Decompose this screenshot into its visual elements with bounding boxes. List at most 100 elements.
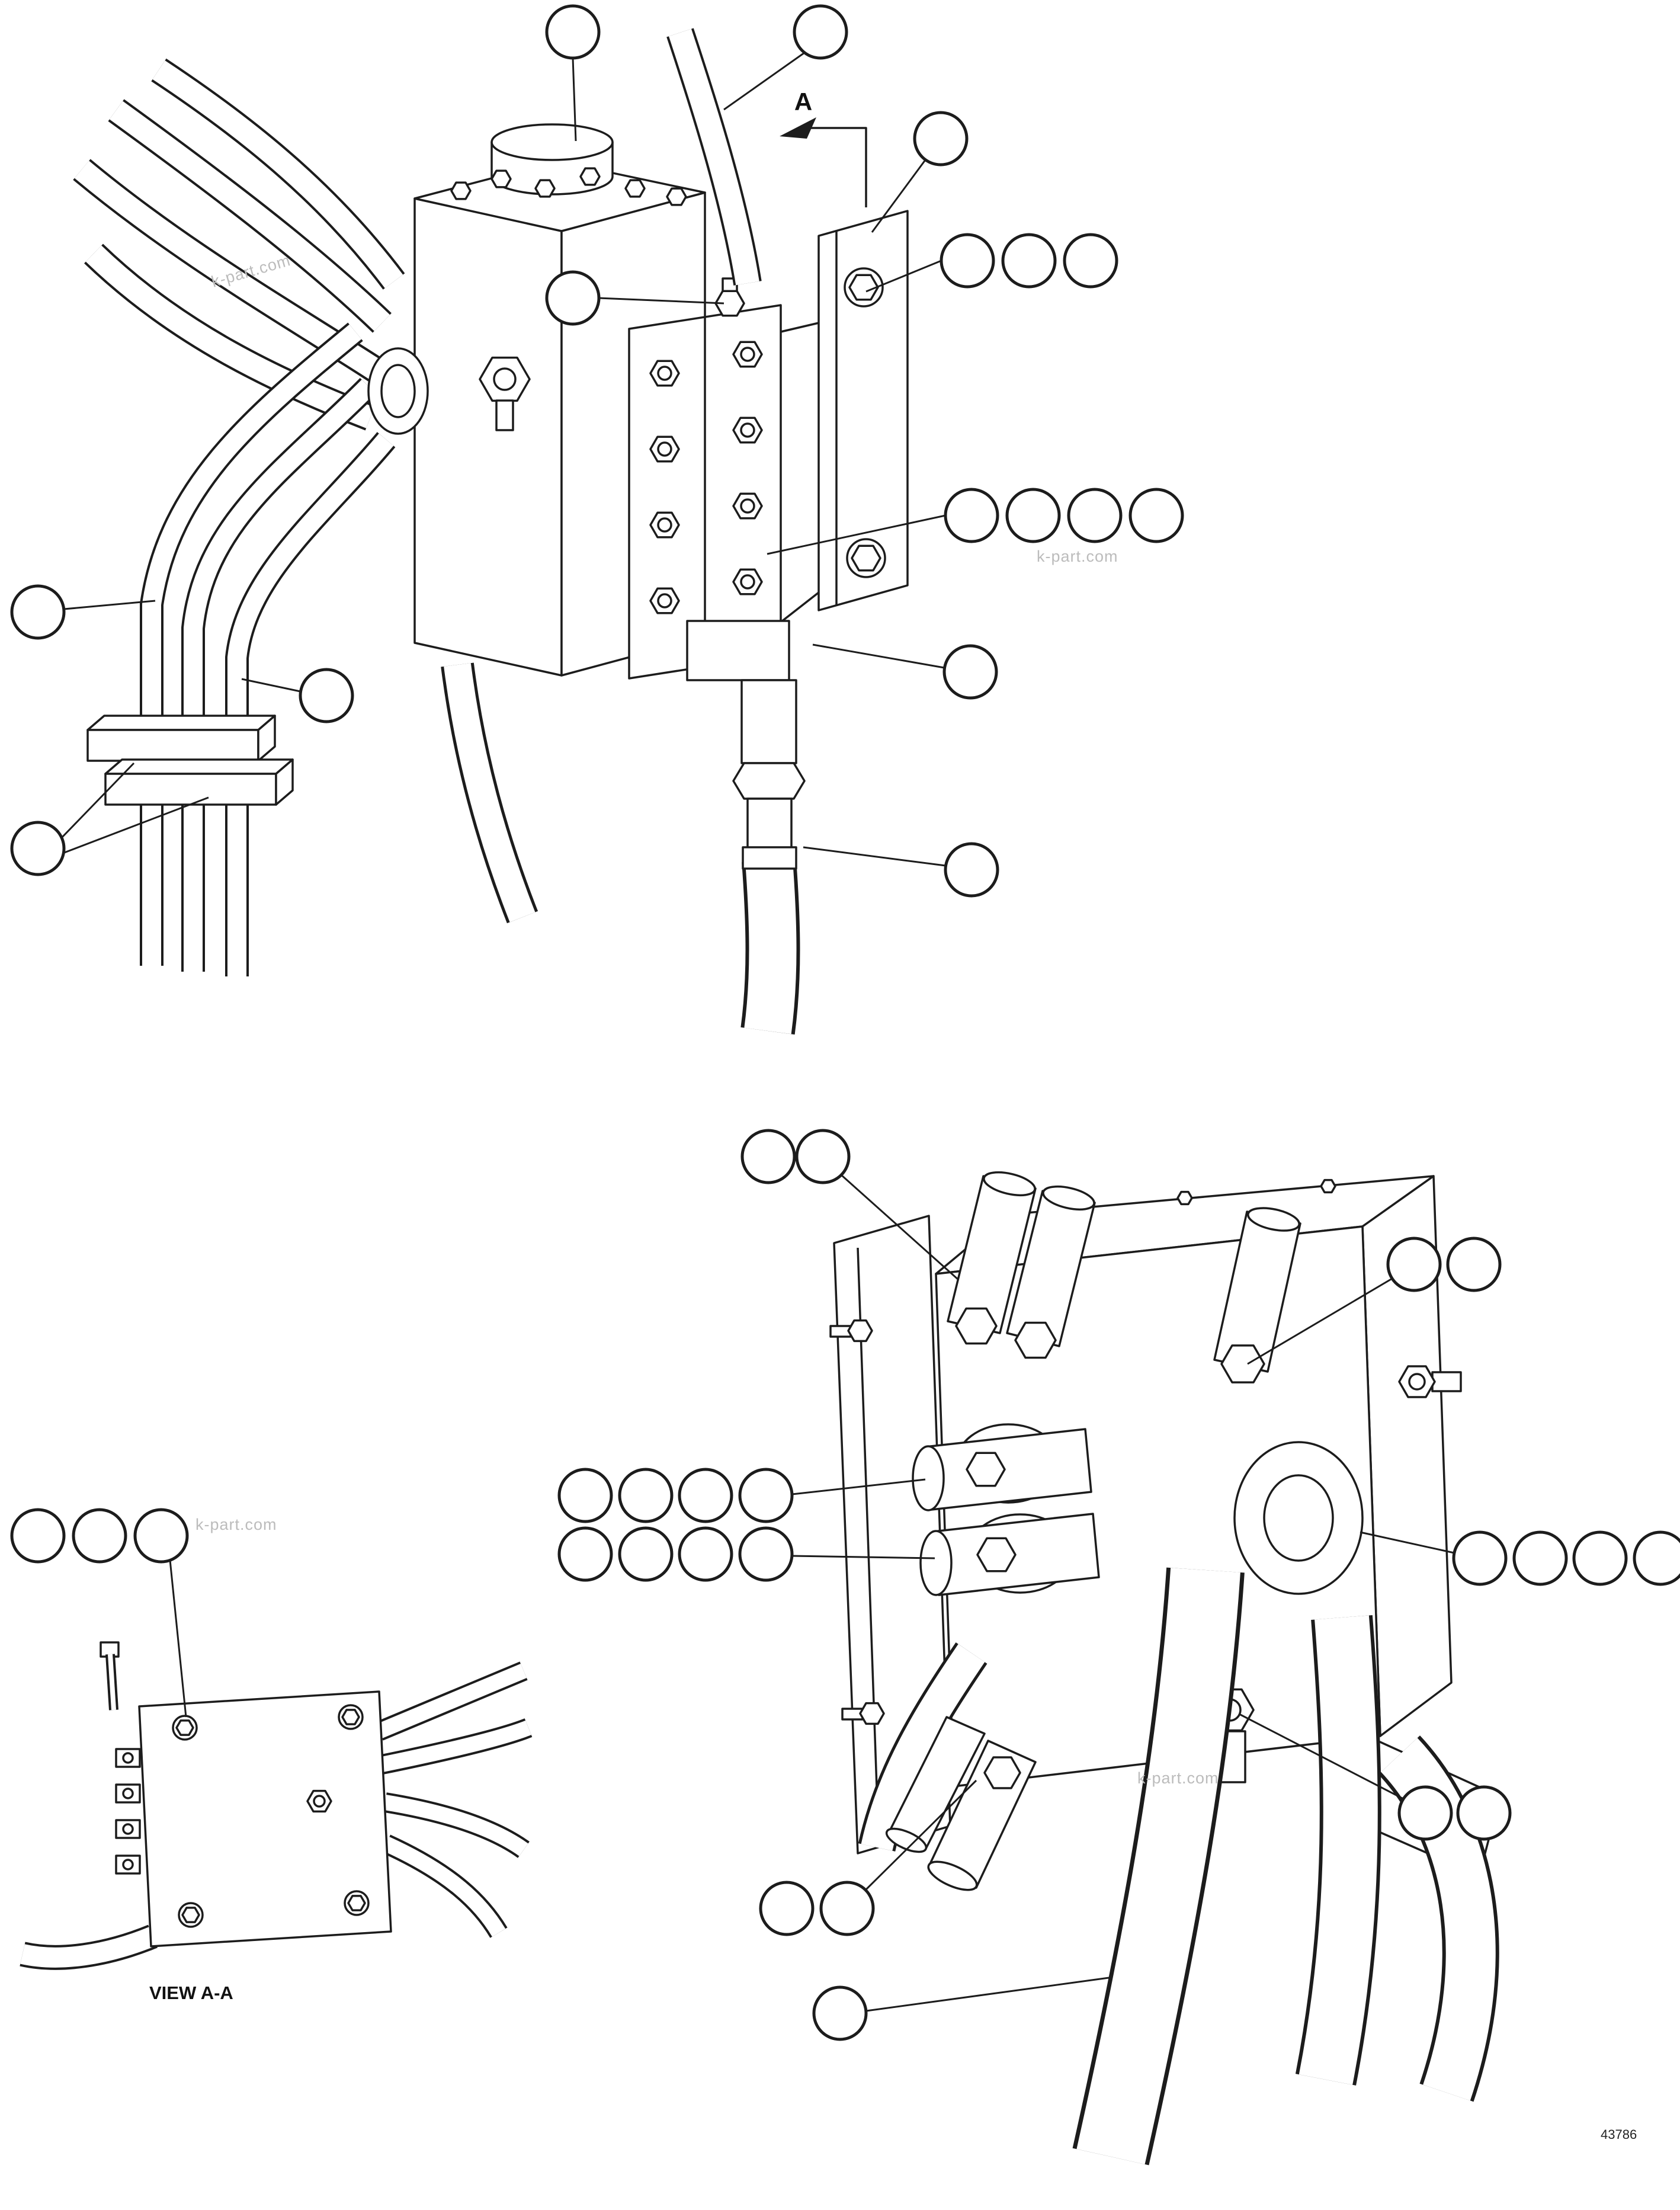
callout-leader-line (791, 1478, 926, 1495)
callout-leader-line (767, 514, 946, 555)
callout-balloon (913, 111, 969, 166)
callout-fig2-round-feature (1360, 1530, 1680, 1586)
figure-view-aa: VIEW A-A (23, 1641, 528, 2003)
cylinders-lower-left (885, 1716, 1035, 1891)
tube-clamp-blocks (86, 715, 294, 806)
callout-balloon (545, 270, 601, 326)
callout-balloon (678, 1468, 733, 1523)
callout-fig1-plate-nut (865, 233, 1118, 293)
section-arrow-head (780, 117, 816, 139)
callout-balloon (1386, 1237, 1442, 1292)
callout-fig1-left-tube (10, 584, 156, 640)
callout-leader-line (723, 52, 805, 111)
callout-balloon (944, 842, 999, 898)
callout-fig2-tr-fitting (1247, 1237, 1502, 1365)
callout-balloon (942, 644, 998, 700)
callout-balloon (793, 4, 848, 60)
callout-balloon (72, 1508, 127, 1564)
figure-top-assembly: A (82, 33, 909, 1031)
hose-collar (742, 846, 797, 870)
viewaa-top-tube (100, 1641, 120, 1710)
callout-balloon (10, 584, 66, 640)
hose-bundle-left (82, 70, 394, 418)
callout-fig1-elbow (812, 643, 998, 700)
callout-leader-line (864, 1779, 977, 1891)
callout-viewaa-bolt (10, 1508, 189, 1718)
watermark-text: k-part.com (1137, 1769, 1219, 1787)
callout-leader-line (169, 1559, 187, 1718)
callout-balloon (819, 1881, 875, 1936)
callout-balloon (557, 1468, 613, 1523)
callout-fig1-fitting (545, 270, 724, 326)
callout-leader-line (871, 159, 926, 233)
callout-leader-line (841, 1174, 959, 1281)
callout-fig1-lower-hose (803, 842, 999, 898)
callout-balloon (1452, 1530, 1508, 1586)
callout-fig2-top-cyl (740, 1129, 959, 1281)
callout-fig1-top-hose (723, 4, 848, 111)
callout-balloon (1633, 1530, 1680, 1586)
callout-leader-line (865, 1977, 1110, 2012)
callout-leader-line (803, 846, 946, 867)
right-fitting (1399, 1366, 1461, 1397)
callout-balloon (557, 1526, 613, 1582)
viewaa-hose-bottom-left (23, 1936, 153, 1958)
callout-balloon (1001, 233, 1057, 289)
callout-leader-line (791, 1555, 935, 1559)
callout-balloon (299, 668, 354, 723)
callout-balloon (1456, 1785, 1512, 1841)
section-label-a: A (794, 88, 812, 116)
callout-balloon (759, 1881, 815, 1936)
watermark-text: k-part.com (195, 1516, 277, 1533)
callout-balloon (812, 1985, 868, 2041)
valve-body (367, 123, 781, 680)
callout-balloon (1572, 1530, 1628, 1586)
callout-leader-line (241, 678, 301, 693)
watermark-text: k-part.com (1037, 547, 1118, 565)
callout-balloon (1067, 488, 1123, 543)
callout-balloon (738, 1526, 794, 1582)
view-label: VIEW A-A (149, 1982, 233, 2003)
viewaa-plate (115, 1690, 392, 1948)
callout-balloon (1063, 233, 1118, 289)
callout-leader-line (1239, 1713, 1404, 1800)
callout-balloon (738, 1468, 794, 1523)
top-cylinder-cap (490, 123, 614, 161)
callout-fig2-hex-fitting (1239, 1713, 1512, 1841)
callout-leader-line (63, 600, 156, 610)
callout-balloon (1397, 1785, 1453, 1841)
callout-leader-line (60, 762, 135, 839)
elbow-fitting (686, 620, 806, 1031)
callout-fig1-plate (871, 111, 969, 233)
callout-fig2-port-upper (557, 1468, 926, 1523)
port-cylinders-left (912, 1429, 1100, 1595)
callout-fig2-port-lower (557, 1526, 935, 1582)
plate-nut-upper (849, 275, 878, 300)
callout-balloon (618, 1468, 674, 1523)
callout-fig1-block-bolt (767, 488, 1184, 555)
callout-balloon (1005, 488, 1061, 543)
callout-balloon (10, 1508, 66, 1564)
viewaa-hoses-right (379, 1671, 528, 1933)
round-feature (1233, 1441, 1364, 1595)
callout-fig2-ll-cylinder (759, 1779, 977, 1936)
callout-leader-line (1247, 1277, 1393, 1365)
callout-leader-line (865, 260, 942, 293)
cylinder-fittings-top (948, 1171, 1301, 1383)
hose-under-body (457, 665, 522, 917)
callout-leader-line (62, 796, 209, 854)
callout-leader-line (598, 297, 724, 305)
tube-group-left (152, 332, 386, 976)
callout-balloon (940, 233, 995, 289)
callout-balloon (740, 1129, 796, 1184)
callout-balloon (1128, 488, 1184, 543)
callout-balloon (1446, 1237, 1502, 1292)
figure-bottom-right-assembly (831, 1168, 1501, 2157)
callout-balloon (545, 4, 601, 60)
callout-balloon (133, 1508, 189, 1564)
callout-balloon (944, 488, 999, 543)
drawing-number: 43786 (1601, 2127, 1637, 2142)
callout-leader-line (572, 57, 577, 142)
